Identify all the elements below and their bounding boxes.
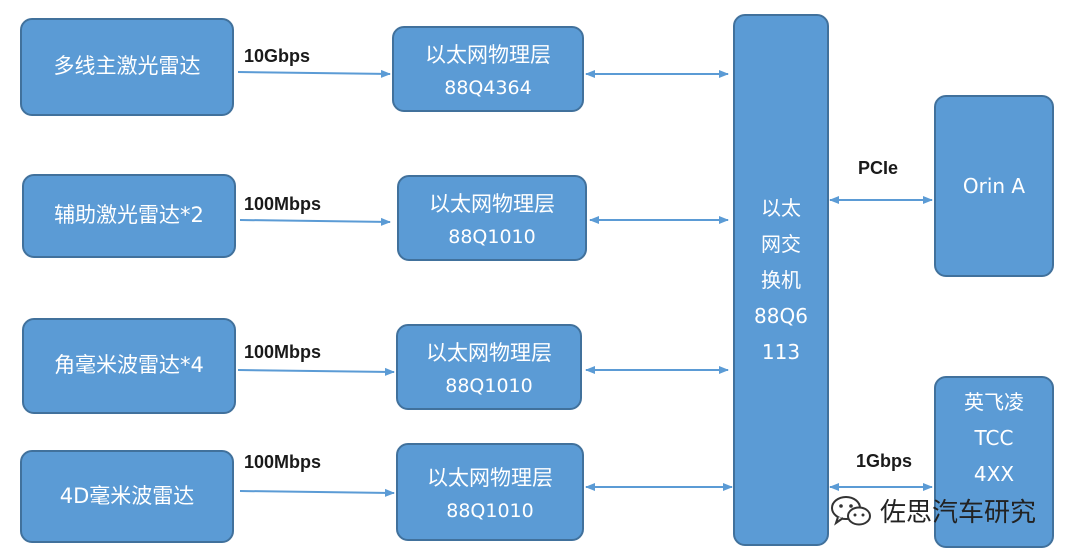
orin-label: Orin A <box>962 174 1026 198</box>
lidar-aux-box: 辅助激光雷达*2 <box>22 174 236 258</box>
link-label-pcie: PCIe <box>858 158 899 178</box>
lidar-main-label: 多线主激光雷达 <box>53 54 201 79</box>
link-label-1gbps: 1Gbps <box>856 451 913 471</box>
link-label-100mbps-3: 100Mbps <box>244 452 322 472</box>
ethernet-switch-box: 以太 网交 换机 88Q6 113 <box>733 14 829 546</box>
switch-line: 88Q6 <box>754 304 808 328</box>
switch-line: 以太 <box>761 196 801 220</box>
phy-box-4: 以太网物理层 88Q1010 <box>396 443 584 541</box>
arrow-lidar-aux-to-phy2 <box>239 217 391 226</box>
phy-part: 88Q1010 <box>445 375 533 397</box>
phy-part: 88Q4364 <box>444 77 532 99</box>
switch-line: 换机 <box>761 268 801 292</box>
phy-box-3: 以太网物理层 88Q1010 <box>396 324 582 410</box>
radar-4d-label: 4D毫米波雷达 <box>59 483 195 508</box>
lidar-aux-label: 辅助激光雷达*2 <box>54 203 204 228</box>
phy-title: 以太网物理层 <box>427 466 553 490</box>
phy-box-1: 以太网物理层 88Q4364 <box>392 26 584 112</box>
switch-line: 113 <box>761 340 801 364</box>
phy-box-2: 以太网物理层 88Q1010 <box>397 175 587 261</box>
lidar-main-box: 多线主激光雷达 <box>20 18 234 116</box>
wechat-icon <box>831 495 871 526</box>
link-label-10gbps: 10Gbps <box>244 46 311 66</box>
arrow-lidar-main-to-phy1 <box>237 69 391 78</box>
infineon-box: 英飞凌 TCC 4XX <box>934 376 1054 548</box>
radar-corner-label: 角毫米波雷达*4 <box>54 353 204 378</box>
watermark: 佐思汽车研究 <box>830 492 1036 529</box>
phy-part: 88Q1010 <box>448 226 536 248</box>
infineon-line: 4XX <box>973 462 1015 486</box>
radar-corner-box: 角毫米波雷达*4 <box>22 318 236 414</box>
phy-part: 88Q1010 <box>446 500 534 522</box>
phy-title: 以太网物理层 <box>425 43 551 67</box>
phy-title: 以太网物理层 <box>426 341 552 365</box>
link-label-100mbps-2: 100Mbps <box>244 342 322 362</box>
arrow-radar-corner-to-phy3 <box>237 367 395 376</box>
switch-line: 网交 <box>761 232 801 256</box>
watermark-text: 佐思汽车研究 <box>880 498 1037 528</box>
infineon-line: TCC <box>974 426 1014 450</box>
phy-title: 以太网物理层 <box>429 192 555 216</box>
link-label-100mbps-1: 100Mbps <box>244 194 322 214</box>
orin-box: Orin A <box>934 95 1054 277</box>
infineon-line: 英飞凌 <box>964 390 1024 414</box>
radar-4d-box: 4D毫米波雷达 <box>20 450 234 543</box>
arrow-radar-4d-to-phy4 <box>239 488 395 497</box>
